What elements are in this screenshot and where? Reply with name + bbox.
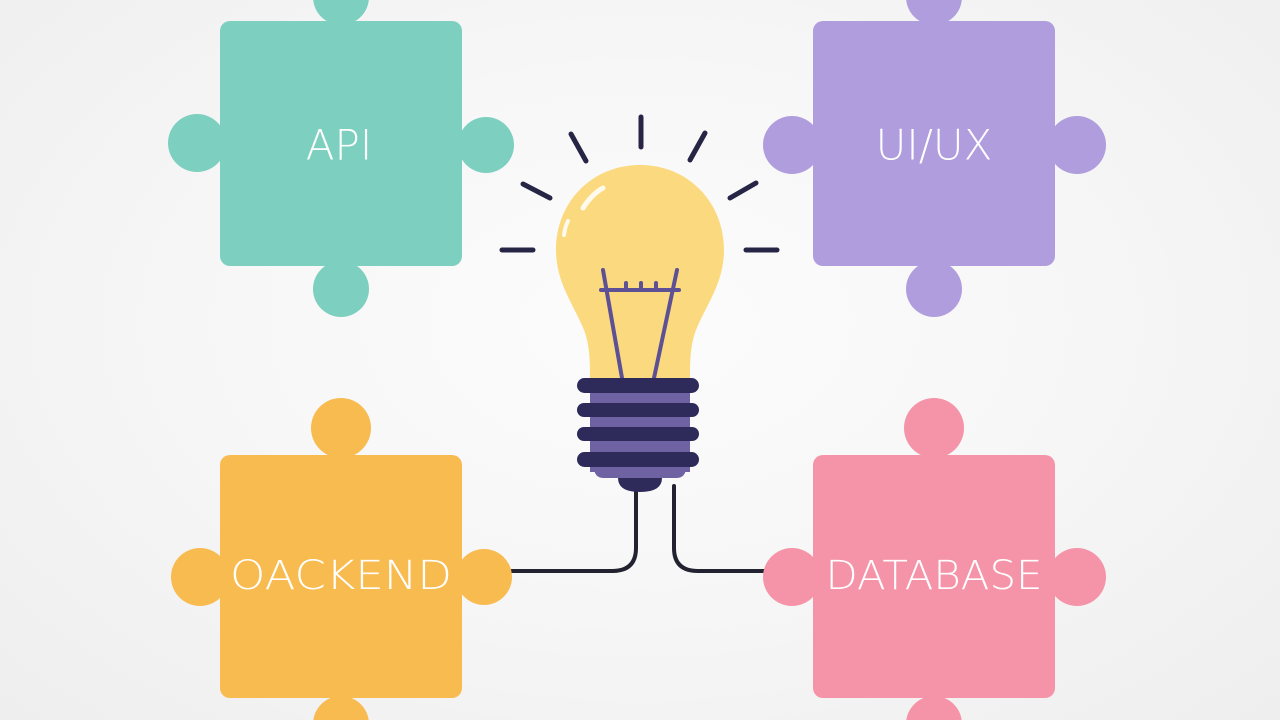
piece-knob-right	[458, 117, 514, 173]
piece-knob-top	[906, 0, 962, 25]
piece-label-database: DATABASE	[826, 553, 1043, 599]
piece-knob-left	[171, 548, 229, 606]
piece-knob-left	[763, 116, 821, 174]
bulb-glass	[556, 165, 724, 380]
piece-knob-right	[1048, 548, 1106, 606]
puzzle-piece-api: API	[168, 0, 514, 317]
piece-knob-left	[168, 114, 226, 172]
piece-body	[813, 455, 1055, 698]
filament	[599, 268, 681, 380]
piece-knob-top	[311, 398, 371, 458]
piece-knob-bottom	[906, 261, 962, 317]
piece-body	[813, 21, 1055, 266]
wire-to-database	[672, 484, 772, 573]
piece-knob-bottom	[313, 696, 369, 720]
puzzle-piece-uiux: UI/UX	[763, 0, 1106, 317]
piece-knob-left	[763, 548, 821, 606]
puzzle-piece-database: DATABASE	[763, 398, 1106, 720]
connection-wires	[510, 484, 772, 573]
piece-knob-top	[904, 398, 964, 458]
piece-knob-right	[456, 549, 512, 605]
piece-label-backend: OACKEND	[230, 553, 452, 599]
piece-knob-right	[1048, 116, 1106, 174]
bulb-base	[577, 378, 699, 492]
light-rays-icon	[499, 114, 780, 253]
puzzle-piece-backend: OACKEND	[171, 398, 512, 720]
lightbulb-icon	[556, 165, 724, 492]
wire-to-backend	[510, 484, 638, 573]
piece-knob-top	[313, 0, 369, 25]
piece-body	[220, 455, 462, 698]
piece-label-uiux: UI/UX	[876, 121, 993, 170]
piece-knob-bottom	[313, 261, 369, 317]
piece-body	[220, 21, 462, 266]
piece-knob-bottom	[906, 696, 962, 720]
piece-label-api: API	[306, 121, 372, 170]
